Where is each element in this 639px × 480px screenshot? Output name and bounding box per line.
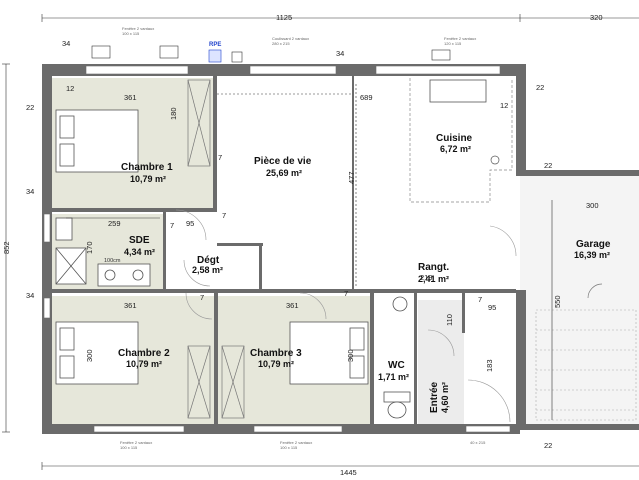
svg-text:100 x 115: 100 x 115	[122, 31, 140, 36]
sde-label: SDE	[129, 235, 150, 246]
dim-550: 550	[553, 295, 562, 308]
svg-text:Fenêtre 2 vantaux: Fenêtre 2 vantaux	[280, 440, 312, 445]
sde-area: 4,34 m²	[124, 247, 155, 257]
garage-area: 16,39 m²	[574, 250, 610, 260]
dim-12-a: 12	[66, 84, 74, 93]
garage-side-door	[587, 283, 603, 299]
wc-area: 1,71 m²	[378, 372, 409, 382]
rpe-tag: RPE	[209, 42, 221, 48]
dim-219: 219	[420, 273, 433, 282]
chambre2-area: 10,79 m²	[126, 359, 162, 369]
dim-361-a: 361	[124, 93, 137, 102]
rangt-area: 2,41 m²	[418, 274, 449, 284]
dim-22-b: 22	[536, 83, 544, 92]
garage-label: Garage	[576, 239, 611, 250]
entree-area: 4,60 m²	[440, 382, 450, 413]
wardrobes	[187, 79, 245, 419]
bed-chambre2	[55, 321, 139, 385]
svg-text:Fenêtre 2 vantaux: Fenêtre 2 vantaux	[122, 26, 154, 31]
svg-text:100 x 115: 100 x 115	[120, 445, 138, 450]
dim-22-a: 22	[26, 103, 34, 112]
svg-text:40 x 215: 40 x 215	[470, 440, 486, 445]
dim-100cm: 100cm	[104, 258, 121, 264]
door-swings	[175, 209, 517, 423]
rangt-label: Rangt.	[418, 262, 449, 273]
dim-34-b: 34	[336, 49, 344, 58]
dim-12-b: 12	[500, 101, 508, 110]
entree-floor	[418, 300, 464, 426]
dim-361-c: 361	[286, 301, 299, 310]
svg-text:Fenêtre 2 vantaux: Fenêtre 2 vantaux	[444, 36, 476, 41]
windows-bottom	[93, 425, 511, 433]
dim-95-a: 95	[186, 219, 194, 228]
cuisine-label: Cuisine	[436, 133, 473, 144]
svg-text:280 x 215: 280 x 215	[272, 41, 290, 46]
dim-7-a: 7	[218, 153, 222, 162]
windows-left	[43, 213, 51, 319]
kitchen-counter	[409, 78, 513, 203]
dim-34-d: 34	[26, 291, 34, 300]
svg-text:120 x 115: 120 x 115	[444, 41, 462, 46]
dim-180: 180	[169, 107, 178, 120]
dim-34-a: 34	[62, 39, 70, 48]
dim-110: 110	[445, 314, 454, 326]
svg-text:Fenêtre 2 vantaux: Fenêtre 2 vantaux	[120, 440, 152, 445]
dim-7-b: 7	[222, 211, 226, 220]
sde-fixtures	[55, 217, 151, 287]
dim-477: 477	[347, 171, 356, 184]
piece-de-vie-area: 25,69 m²	[266, 168, 302, 178]
dim-top-total: 1125	[276, 13, 292, 22]
piece-de-vie-label: Pièce de vie	[254, 156, 312, 167]
dim-7-c: 7	[170, 221, 174, 230]
dim-300-b: 300	[346, 349, 355, 362]
dim-170: 170	[85, 241, 94, 254]
dim-95-b: 95	[488, 303, 496, 312]
dim-left-height: 852	[2, 241, 11, 254]
dim-bottom-total: 1445	[340, 468, 357, 477]
dim-259: 259	[108, 219, 121, 228]
garage-door	[535, 309, 637, 421]
dim-7-d: 7	[200, 293, 204, 302]
svg-text:Coulissant 2 vantaux: Coulissant 2 vantaux	[272, 36, 309, 41]
degt-label: Dégt	[197, 255, 220, 266]
dim-34-c: 34	[26, 187, 34, 196]
cuisine-area: 6,72 m²	[440, 144, 471, 154]
chambre3-area: 10,79 m²	[258, 359, 294, 369]
dim-22-c: 22	[544, 161, 552, 170]
dim-689: 689	[360, 93, 373, 102]
dim-7-f: 7	[478, 295, 482, 304]
garage-floor	[520, 176, 639, 428]
svg-text:100 x 115: 100 x 115	[280, 445, 298, 450]
stove-burner	[490, 155, 500, 165]
windows-top	[85, 65, 501, 75]
rangt-boiler	[392, 296, 408, 312]
vents	[91, 45, 451, 63]
dimension-lines	[2, 14, 639, 470]
interior-walls	[50, 76, 516, 426]
kitchen-sink	[429, 79, 487, 103]
entree-label: Entrée	[429, 381, 440, 413]
chambre1-area: 10,79 m²	[130, 174, 166, 184]
chambre2-label: Chambre 2	[118, 348, 170, 359]
window-spec-labels: Fenêtre 2 vantaux 100 x 115 Coulissant 2…	[120, 26, 486, 450]
rpe-box	[208, 49, 222, 63]
wc-fixture	[383, 391, 411, 419]
bed-chambre3	[289, 321, 369, 385]
chambre1-label: Chambre 1	[121, 162, 173, 173]
dim-300-c: 300	[586, 201, 599, 210]
dim-361-b: 361	[124, 301, 137, 310]
chambre3-label: Chambre 3	[250, 348, 302, 359]
dim-300-a: 300	[85, 349, 94, 362]
dim-7-e: 7	[344, 289, 348, 298]
dim-top-garage: 320	[590, 13, 603, 22]
wc-label: WC	[388, 360, 405, 371]
dim-183: 183	[485, 359, 494, 372]
degt-area: 2,58 m²	[192, 265, 223, 275]
dim-22-d: 22	[544, 441, 552, 450]
bed-chambre1	[55, 109, 139, 173]
